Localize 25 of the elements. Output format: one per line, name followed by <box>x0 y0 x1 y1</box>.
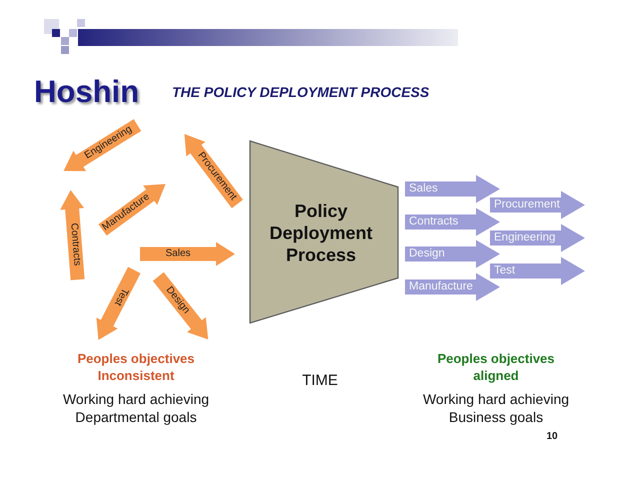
department-label: Manufacture <box>409 280 473 294</box>
department-tag <box>490 224 585 252</box>
department-label: Test <box>110 286 130 308</box>
department-tag <box>490 257 585 285</box>
department-label: Contracts <box>68 222 83 266</box>
process-trapezoid <box>249 140 399 324</box>
status-heading: Peoples objectives aligned <box>436 350 556 384</box>
department-label: Design <box>409 248 445 260</box>
slide-title: Hoshin <box>34 74 140 110</box>
department-tag <box>490 191 585 219</box>
department-tag <box>140 242 235 266</box>
department-label: Sales <box>409 182 438 196</box>
department-label: Test <box>494 264 516 278</box>
page-number: 10 <box>546 431 558 443</box>
subtitle: THE POLICY DEPLOYMENT PROCESS <box>172 84 430 100</box>
status-heading: Peoples objectives Inconsistent <box>76 350 196 384</box>
department-tag <box>405 273 500 301</box>
department-label: Sales <box>166 248 190 260</box>
process-title: Policy Deployment Process <box>268 200 374 266</box>
time-label: TIME <box>302 372 338 390</box>
department-label: Procurement <box>494 198 560 212</box>
goal-text: Working hard achieving Business goals <box>422 390 570 426</box>
department-label: Engineering <box>494 232 556 244</box>
department-label: Contracts <box>409 216 458 228</box>
goal-text: Working hard achieving Departmental goals <box>62 390 210 426</box>
